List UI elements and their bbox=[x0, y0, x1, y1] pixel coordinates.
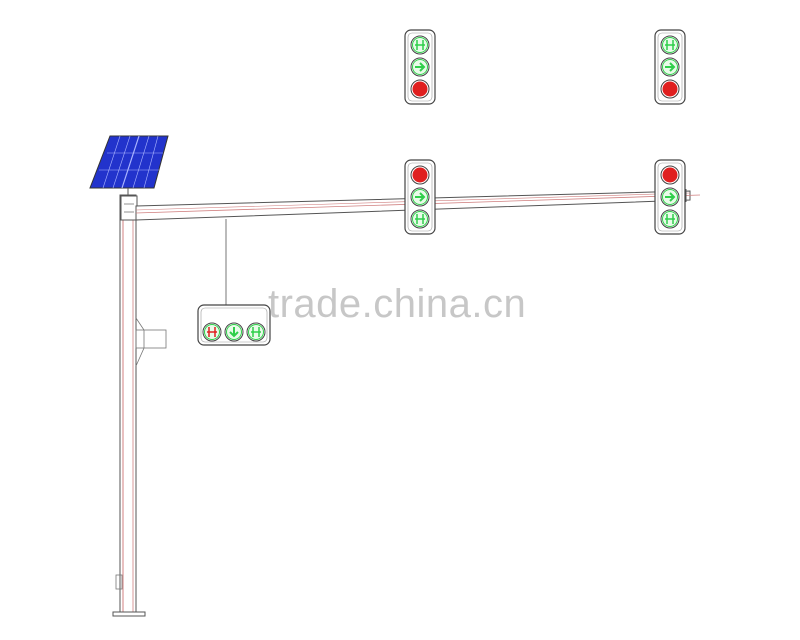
pedestrian-red-icon bbox=[202, 322, 222, 342]
red-circle-icon bbox=[660, 165, 680, 185]
solar-panel bbox=[89, 135, 169, 221]
arrow-right-green-icon bbox=[410, 187, 430, 207]
pedestrian-green-icon bbox=[246, 322, 266, 342]
signal-head-arm-right bbox=[654, 159, 686, 235]
red-circle-icon bbox=[410, 79, 430, 99]
pedestrian-green-icon bbox=[660, 209, 680, 229]
arrow-right-green-icon bbox=[660, 57, 680, 77]
red-circle-icon bbox=[410, 165, 430, 185]
signal-head-top-center bbox=[404, 29, 436, 105]
signal-head-horizontal bbox=[197, 304, 271, 346]
signal-head-top-right bbox=[654, 29, 686, 105]
pole bbox=[112, 194, 167, 617]
pedestrian-green-icon bbox=[660, 35, 680, 55]
pedestrian-green-icon bbox=[410, 209, 430, 229]
watermark-text: trade.china.cn bbox=[268, 282, 527, 326]
arrow-right-green-icon bbox=[660, 187, 680, 207]
signal-heads bbox=[197, 29, 686, 346]
arrow-down-green-icon bbox=[224, 322, 244, 342]
arrow-right-green-icon bbox=[410, 57, 430, 77]
red-circle-icon bbox=[660, 79, 680, 99]
signal-head-arm-center bbox=[404, 159, 436, 235]
pedestrian-green-icon bbox=[410, 35, 430, 55]
